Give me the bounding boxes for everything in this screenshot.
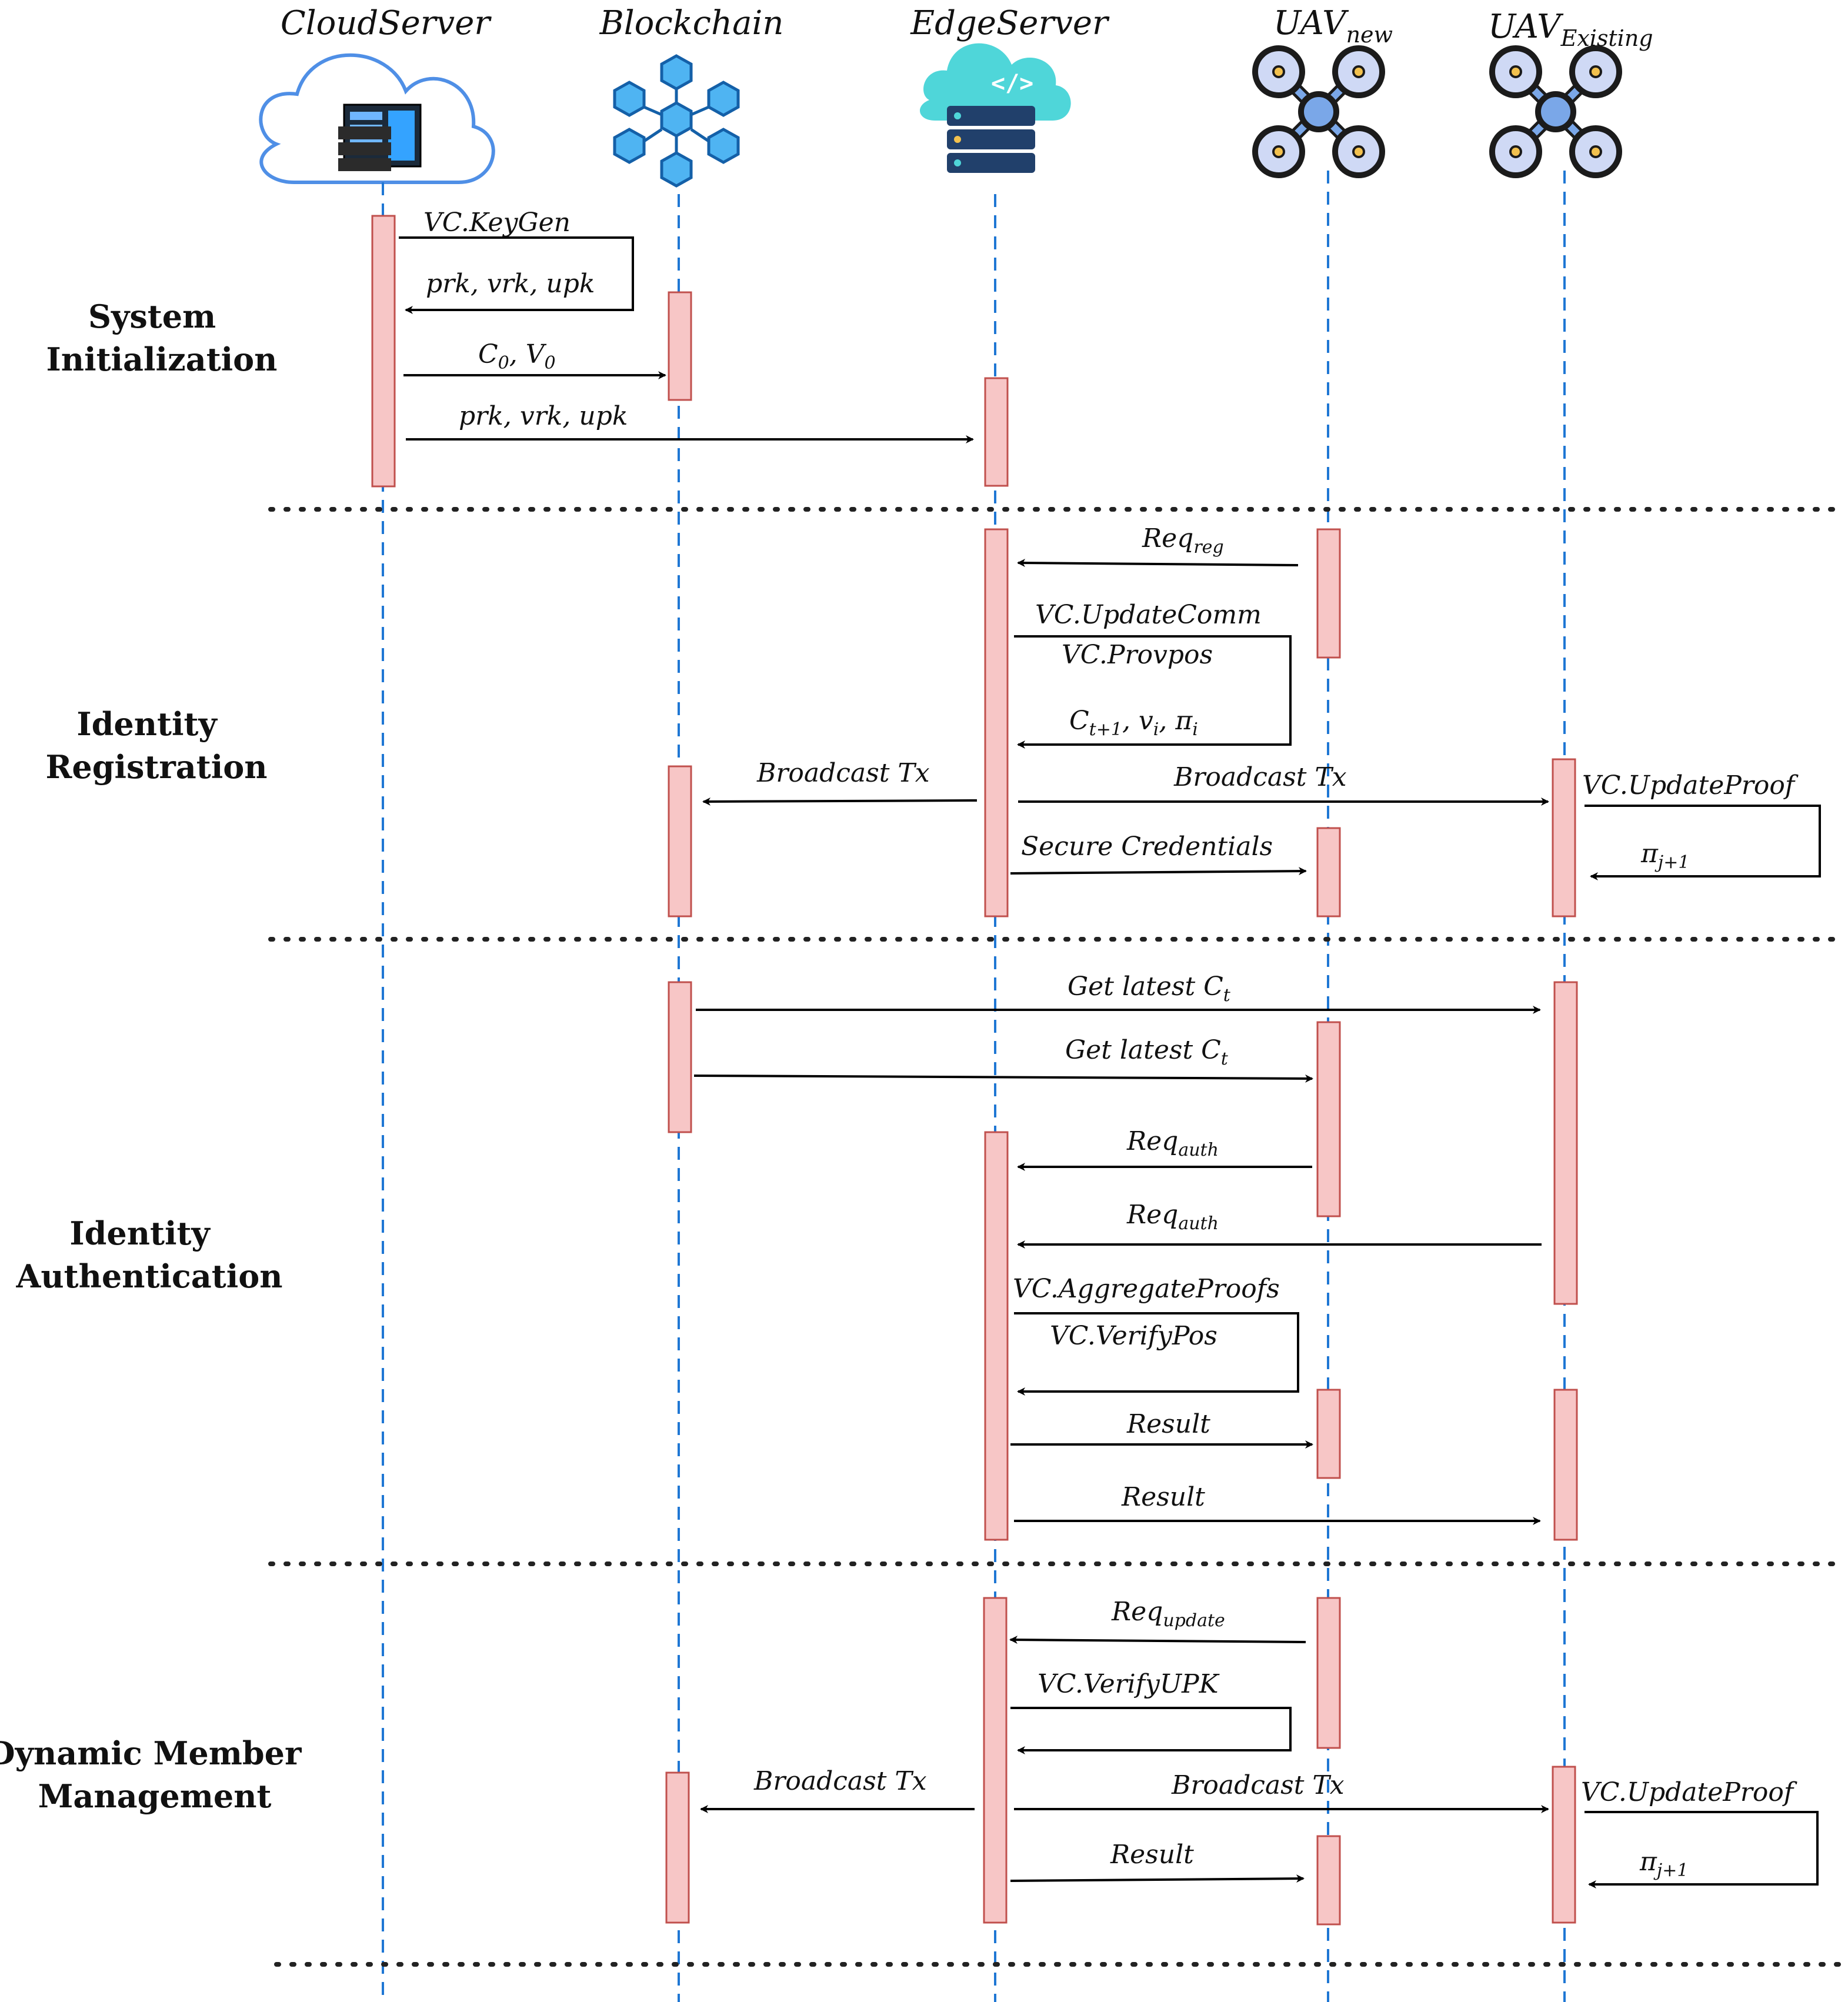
activation-bar [1316,528,1341,659]
phase-label-system-initialization: System Initialization [46,298,278,378]
message-arrow [702,797,978,806]
message-label: Secure Credentials [1021,832,1273,862]
message-arrow [1017,559,1299,568]
drone-icon [1252,45,1385,178]
activation-bar [665,1771,690,1924]
activation-bar [1316,1389,1341,1479]
phase-label-dynamic-member-management: Dynamic Member Management [0,1734,312,1815]
activation-bar [668,981,692,1133]
message-label: Ct+1, vi, πi [1069,706,1198,740]
message-label: Reqauth [1126,1126,1219,1160]
message-label: Broadcast Tx [756,758,930,788]
edge-server-icon: </> [919,43,1071,173]
cloud-server-icon [259,53,495,184]
message-label: prk, vrk, upk [459,401,628,431]
actor-label-uav-new: UAVnew [1273,4,1393,48]
message-label: VC.VerifyPos [1050,1321,1217,1351]
activation-bar [1553,981,1578,1305]
activation-bar [984,1131,1009,1541]
message-label: VC.VerifyUPK [1038,1669,1220,1699]
message-label: VC.UpdateComm [1035,600,1262,630]
message-label: Broadcast Tx [753,1766,927,1796]
activation-bar [984,528,1009,917]
message-label: Result [1110,1840,1194,1870]
message-label: Reqreg [1142,523,1224,558]
actor-label-edgeserver: EdgeServer [910,4,1110,42]
message-label: Broadcast Tx [1171,1770,1345,1800]
message-arrow [1010,1874,1305,1883]
message-label: VC.UpdateProof [1582,770,1799,800]
message-label: Get latest Ct [1068,972,1231,1006]
message-label: Get latest Ct [1065,1035,1229,1069]
message-arrow [1009,1636,1306,1644]
message-label: Result [1121,1482,1205,1512]
blockchain-icon [613,54,740,188]
activation-bar [1553,1389,1578,1541]
activation-bar [1552,1766,1576,1924]
message-label: πj+1 [1640,839,1689,873]
activation-bar [668,291,692,401]
actor-label-uav-existing: UAVExisting [1488,8,1653,51]
phase-label-identity-registration: Identity Registration [45,705,267,786]
message-label: VC.UpdateProof [1581,1777,1797,1807]
message-label: πj+1 [1639,1847,1688,1881]
svg-text:</>: </> [991,70,1033,97]
message-label: VC.AggregateProofs [1013,1274,1280,1304]
self-loop-arrow [1585,1811,1819,1888]
self-loop-arrow [1014,635,1292,749]
self-loop-arrow [1585,805,1821,880]
message-label: VC.Provpos [1062,640,1213,670]
message-arrow [693,1074,1313,1083]
activation-bar [984,377,1009,487]
activation-bar [983,1597,1008,1924]
message-label: Broadcast Tx [1173,762,1347,792]
actor-label-blockchain: Blockchain [599,4,784,42]
activation-bar [1552,758,1576,917]
drone-icon [1489,45,1622,178]
self-loop-arrow [399,236,634,314]
phase-label-identity-authentication: Identity Authentication [15,1214,282,1295]
activation-bar [1316,827,1341,917]
message-label: Reqauth [1126,1200,1219,1234]
message-label: Result [1126,1409,1210,1439]
message-label: VC.KeyGen [423,208,571,238]
message-label: Requpdate [1111,1597,1225,1631]
activation-bar [1316,1835,1341,1926]
activation-bar [371,215,396,488]
actor-label-cloudserver: CloudServer [281,4,492,42]
self-loop-arrow [1010,1707,1292,1754]
self-loop-arrow [1014,1312,1299,1396]
activation-bar [668,765,692,917]
message-arrow [1010,867,1307,876]
activation-bar [1316,1597,1341,1749]
activation-bar [1316,1021,1341,1217]
message-label: C0, V0 [478,339,556,373]
message-label: prk, vrk, upk [426,269,595,299]
